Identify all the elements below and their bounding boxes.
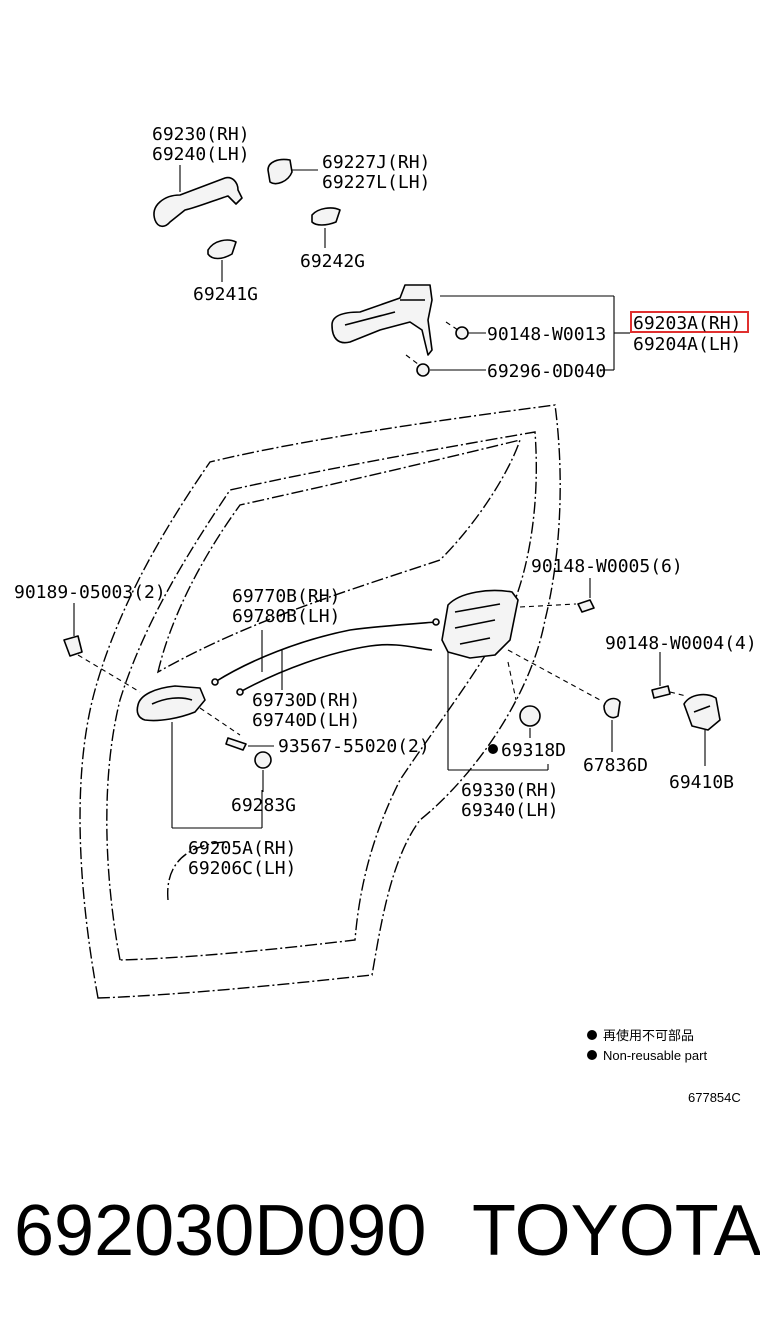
label-frame-lh[interactable]: 69204A(LH) [633, 334, 741, 355]
footer-part-number: 692030D090 [14, 1191, 426, 1271]
screw-55020-icon [225, 737, 274, 751]
label-pad-g[interactable]: 69242G [300, 251, 365, 272]
lock-plug-icon [519, 705, 541, 738]
label-screw-0d040[interactable]: 69296-0D040 [487, 361, 606, 382]
inside-handle [136, 685, 263, 829]
label-inner-lh[interactable]: 69206C(LH) [188, 858, 296, 879]
label-cable2-lh[interactable]: 69740D(LH) [252, 710, 360, 731]
labels: 69230(RH) 69240(LH) 69227J(RH) 69227L(LH… [14, 124, 757, 879]
striker-icon [683, 693, 721, 766]
door-outline [79, 404, 561, 999]
handle-frame [331, 284, 433, 356]
label-pad-241g[interactable]: 69241G [193, 284, 258, 305]
label-cable-lh[interactable]: 69780B(LH) [232, 606, 340, 627]
footer-brand: TOYOTA [472, 1191, 760, 1271]
bolt-w0013-icon [455, 326, 469, 340]
grommet-icon [603, 697, 621, 752]
legend-jp: 再使用不可部品 [603, 1028, 694, 1043]
label-clip-05003[interactable]: 90189-05003(2) [14, 582, 166, 603]
bolt-w0004-icon [651, 652, 687, 699]
label-lock-plug[interactable]: 69318D [501, 740, 566, 761]
label-frame-rh[interactable]: 69203A(RH) [633, 313, 741, 334]
legend-dot-icon [587, 1030, 597, 1040]
screw-0d040-icon [416, 363, 430, 377]
label-handle-lh[interactable]: 69240(LH) [152, 144, 250, 165]
label-striker[interactable]: 69410B [669, 772, 734, 793]
label-handle-rh[interactable]: 69230(RH) [152, 124, 250, 145]
label-inner-rh[interactable]: 69205A(RH) [188, 838, 296, 859]
cables [211, 618, 440, 696]
door-lock [441, 589, 601, 771]
bolt-w0005-icon [577, 578, 595, 613]
legend-en: Non-reusable part [603, 1048, 707, 1063]
outside-handle [153, 165, 243, 228]
label-bolt-w0005[interactable]: 90148-W0005(6) [531, 556, 683, 577]
label-bolt-w0004[interactable]: 90148-W0004(4) [605, 633, 757, 654]
label-grommet[interactable]: 67836D [583, 755, 648, 776]
cap-283g-icon [254, 751, 272, 792]
legend: 再使用不可部品 Non-reusable part [587, 1028, 707, 1063]
bracket-lines [405, 295, 630, 371]
label-cover-rh[interactable]: 69227J(RH) [322, 152, 430, 173]
label-cable-rh[interactable]: 69770B(RH) [232, 586, 340, 607]
pad-69241g [207, 239, 237, 282]
label-lock-rh[interactable]: 69330(RH) [461, 780, 559, 801]
label-cable2-rh[interactable]: 69730D(RH) [252, 690, 360, 711]
pad-69242g [311, 207, 341, 248]
label-lock-lh[interactable]: 69340(LH) [461, 800, 559, 821]
plug-dot-icon [488, 744, 498, 754]
label-cap-283g[interactable]: 69283G [231, 795, 296, 816]
label-bolt-w0013[interactable]: 90148-W0013 [487, 324, 606, 345]
clip-05003-icon [63, 603, 141, 693]
label-screw-55020[interactable]: 93567-55020(2) [278, 736, 430, 757]
legend-dot-icon [587, 1050, 597, 1060]
handle-cover [267, 158, 318, 185]
highlight-box [630, 311, 749, 333]
label-cover-lh[interactable]: 69227L(LH) [322, 172, 430, 193]
diagram-code: 677854C [688, 1090, 741, 1105]
